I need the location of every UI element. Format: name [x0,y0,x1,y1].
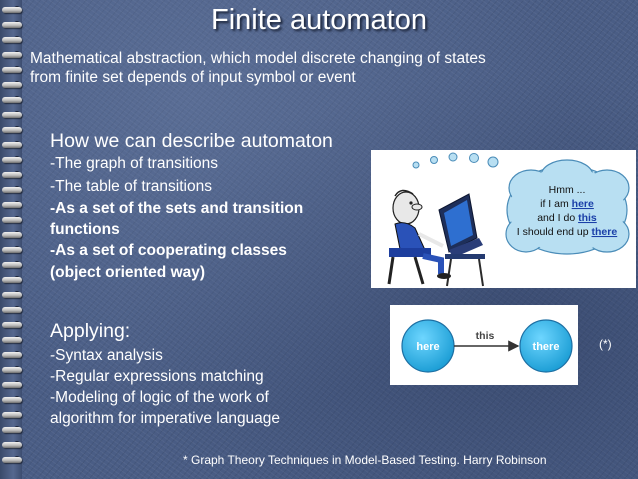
describe-item: functions [50,221,120,238]
applying-item: -Syntax analysis [50,347,163,364]
footnote-mark: (*) [599,337,612,351]
binding-ring [2,352,22,358]
binding-ring [2,397,22,403]
binding-ring [2,157,22,163]
thought-line: Hmm ... [549,184,586,196]
binding-ring [2,307,22,313]
state-transition-diagram: here this there [390,305,578,385]
binding-ring [2,277,22,283]
binding-ring [2,367,22,373]
binding-ring [2,232,22,238]
binding-ring [2,82,22,88]
binding-ring [2,67,22,73]
applying-item: -Modeling of logic of the work of [50,389,269,406]
describe-heading: How we can describe automaton [50,130,333,152]
thought-line: I should end up there [517,226,618,238]
thought-cloud [505,159,630,255]
binding-ring [2,22,22,28]
describe-item: -As a set of cooperating classes [50,242,287,259]
thought-line: and I do this [537,212,597,224]
binding-ring [2,412,22,418]
binding-ring [2,247,22,253]
state-node-to [519,319,573,373]
applying-item: -Regular expressions matching [50,368,264,385]
describe-item: -The graph of transitions [50,155,219,172]
binding-ring [2,97,22,103]
binding-ring [2,37,22,43]
footer-citation: * Graph Theory Techniques in Model-Based… [183,453,547,467]
describe-item: -The table of transitions [50,178,212,195]
state-label-to: there [533,341,560,353]
computer-icon [438,193,485,287]
subtitle-line: Mathematical abstraction, which model di… [30,50,486,67]
slide-subtitle: Mathematical abstraction, which model di… [30,49,620,87]
cartoon-svg: Hmm ... if I am here and I do this I sho… [387,152,630,287]
state-label-from: here [416,341,439,353]
binding-ring [2,292,22,298]
applying-heading: Applying: [50,320,131,342]
binding-ring [2,7,22,13]
slide-title: Finite automaton [210,4,427,36]
binding-ring [2,187,22,193]
binding-ring [2,202,22,208]
thought-line: if I am here [540,198,594,210]
binding-ring [2,457,22,463]
binding-ring [2,172,22,178]
thought-dots [412,152,499,169]
binding-ring [2,142,22,148]
thinking-person-illustration: Hmm ... if I am here and I do this I sho… [371,150,636,288]
binding-ring [2,217,22,223]
binding-ring [2,322,22,328]
binding-ring [2,262,22,268]
spiral-binding [0,0,22,479]
applying-item: algorithm for imperative language [50,410,281,427]
transition-label: this [476,330,495,342]
binding-ring [2,127,22,133]
describe-item: -As a set of the sets and transition [50,200,304,217]
binding-ring [2,427,22,433]
person-icon [387,189,451,285]
binding-ring [2,442,22,448]
binding-ring [2,112,22,118]
binding-ring [2,52,22,58]
subtitle-line: from finite set depends of input symbol … [30,69,356,86]
binding-ring [2,382,22,388]
describe-item: (object oriented way) [50,264,206,281]
binding-ring [2,337,22,343]
diagram-svg: here this there [401,319,573,373]
